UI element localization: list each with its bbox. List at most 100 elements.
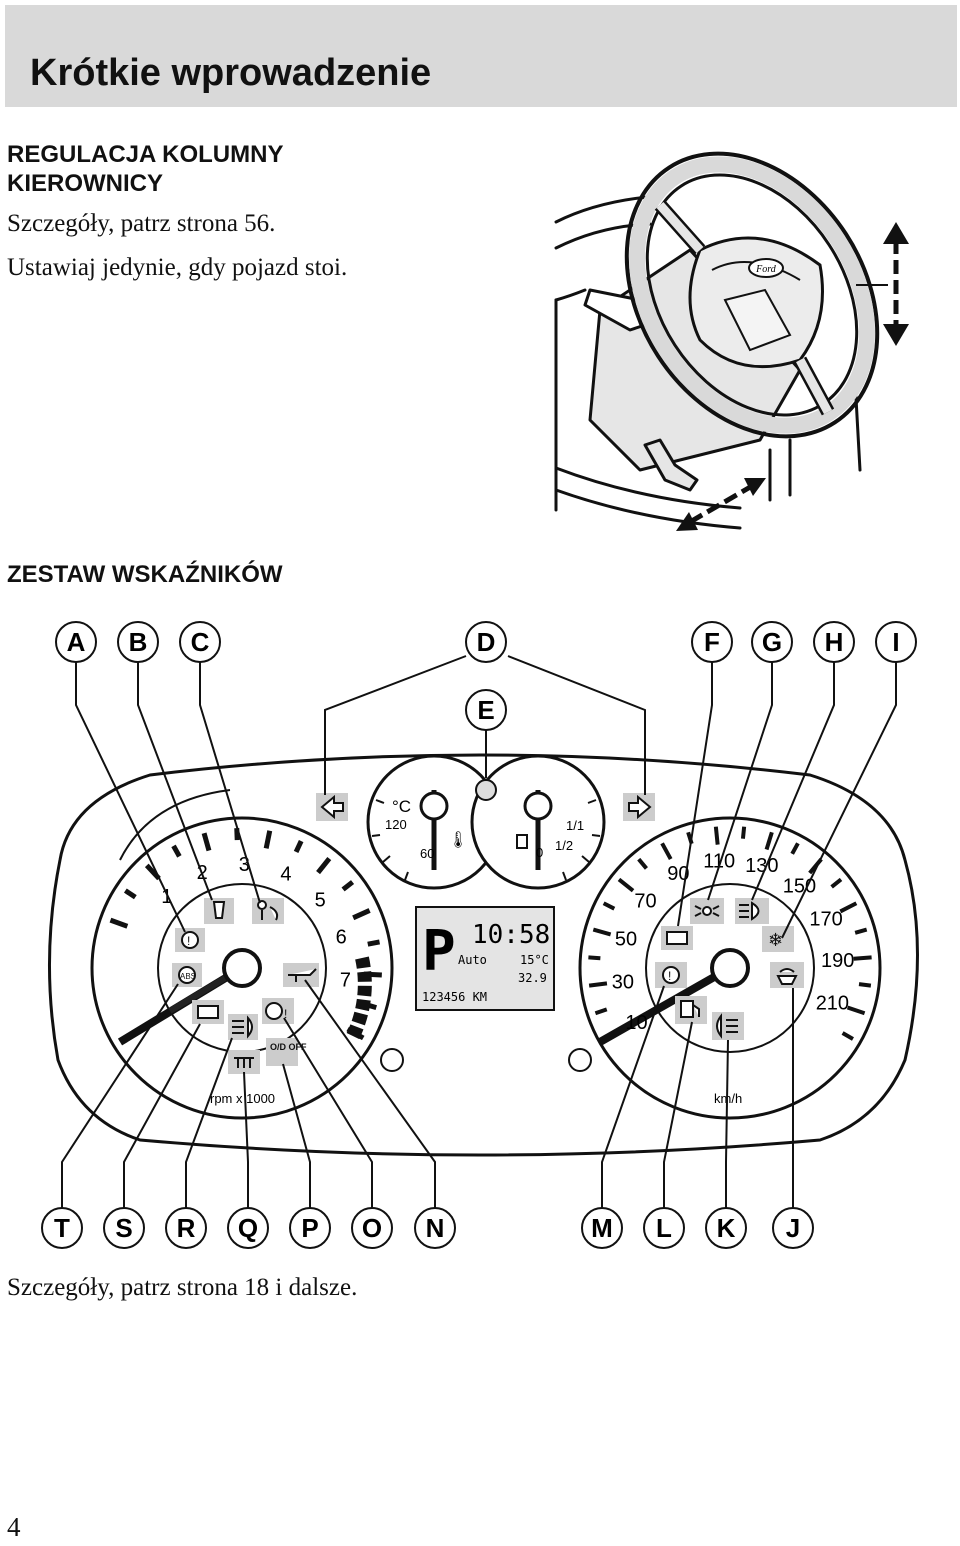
speedo-tick [594,1007,608,1016]
svg-text:G: G [762,627,782,657]
steering-text-1: Szczegóły, patrz strona 56. [7,210,276,237]
callout-p: P [289,1207,331,1249]
tacho-tick [109,917,129,929]
abs-icon: ABS [172,963,202,987]
svg-text:!: ! [284,1007,287,1021]
airbag-icon [252,898,284,924]
section-heading-steering-line2: KIEROWNICY [7,170,163,197]
callout-l: L [643,1207,685,1249]
message-display: P 10:58 Auto 15°C 32.9 123456 KM [415,906,555,1011]
callout-n: N [414,1207,456,1249]
speedo-label: 10 [625,1012,647,1034]
fuel-label-half: 1/2 [555,838,573,853]
speedo-tick [588,955,601,961]
speedo-label: 50 [615,929,637,951]
battery-charge-icon [661,926,693,950]
speedo-tick [602,901,616,911]
trip-value: 32.9 [518,971,547,985]
rear-fog-lamp-icon [228,1014,258,1040]
callout-i: I [875,621,917,663]
fuel-label-empty: 0 [536,845,543,860]
drive-mode: Auto [458,953,487,967]
svg-text:L: L [656,1213,672,1243]
cluster-footer-text: Szczegóły, patrz strona 18 i dalsze. [7,1274,358,1301]
reach-arrow-icon [676,478,766,531]
callout-e: E [465,689,507,731]
callout-s: S [103,1207,145,1249]
tacho-tick [364,1001,377,1010]
frost-warning-icon: ❄ [762,926,794,952]
speedo-tick [660,842,673,861]
svg-text:P: P [301,1213,318,1243]
callout-q: Q [227,1207,269,1249]
tacho-tick [263,830,273,849]
svg-text:R: R [177,1213,196,1243]
speedo-tick [592,927,612,937]
tacho-tick [144,863,161,881]
tacho-tick [171,844,182,858]
speedo-tick [858,982,872,988]
tacho-label: 2 [197,862,208,884]
svg-text:!: ! [187,934,190,948]
tacho-tick [341,880,355,892]
svg-text:B: B [129,627,148,657]
speedo-tick [808,857,823,875]
speedo-tick [853,955,872,961]
header-band [5,5,957,107]
od-off-icon: O/D OFF [266,1038,307,1066]
front-fog-lamp-icon [712,1012,744,1040]
steering-wheel: Ford [624,151,880,439]
speedometer: km/h [578,816,882,1120]
speedo-tick [617,877,635,893]
section-heading-steering: REGULACJA KOLUMNY [7,141,284,168]
tacho-label: 1 [161,886,172,908]
e-indicator-light [475,779,497,801]
callout-c: C [179,621,221,663]
svg-text:S: S [115,1213,132,1243]
od-off-label: O/D OFF [270,1042,307,1052]
svg-text:J: J [786,1213,800,1243]
ford-badge: Ford [755,264,777,275]
svg-text:C: C [191,627,210,657]
tacho-tick [201,832,212,852]
glow-plug-icon [228,1050,260,1074]
speedo-label: 110 [703,851,735,873]
speedo-label: 150 [783,875,816,897]
tacho-label: 5 [315,889,326,911]
outside-temperature: 15°C [520,953,549,967]
fuel-gauge: 1/1 1/2 0 [470,754,606,890]
speedo-tick [841,1031,854,1041]
speedo-tick [846,1005,866,1016]
coolant-icon: 🌡 [448,831,468,849]
clock: 10:58 [472,920,550,950]
speedo-tick [637,857,648,870]
speedo-tick [830,877,843,889]
low-fuel-icon [675,996,707,1024]
temp-label-120: 120 [385,817,407,832]
speedo-tick [713,826,720,845]
tacho-tick [123,888,137,900]
oil-pressure-icon [283,963,319,987]
svg-text:E: E [477,695,494,725]
page-title: Krótkie wprowadzenie [30,52,432,94]
tacho-label: 6 [336,927,347,949]
svg-text:H: H [825,627,844,657]
svg-text:M: M [591,1213,613,1243]
svg-text:ABS: ABS [180,972,196,981]
rpm-unit: rpm x 1000 [210,1091,275,1106]
turn-right-icon [623,793,655,821]
callout-g: G [751,621,793,663]
svg-text:!: ! [668,969,671,983]
steering-text-2: Ustawiaj jedynie, gdy pojazd stoi. [7,254,348,281]
tacho-tick [367,939,381,947]
tacho-tick [352,908,371,921]
svg-text:T: T [54,1213,70,1243]
speedo-tick [740,826,747,839]
temperature-gauge: °C 120 60 🌡 [366,754,502,890]
speedo-label: 210 [816,992,849,1014]
callout-d: D [465,621,507,663]
svg-text:F: F [704,627,720,657]
callout-k: K [705,1207,747,1249]
fuel-pump-icon [516,834,528,849]
tachometer: rpm x 1000 [90,816,394,1120]
